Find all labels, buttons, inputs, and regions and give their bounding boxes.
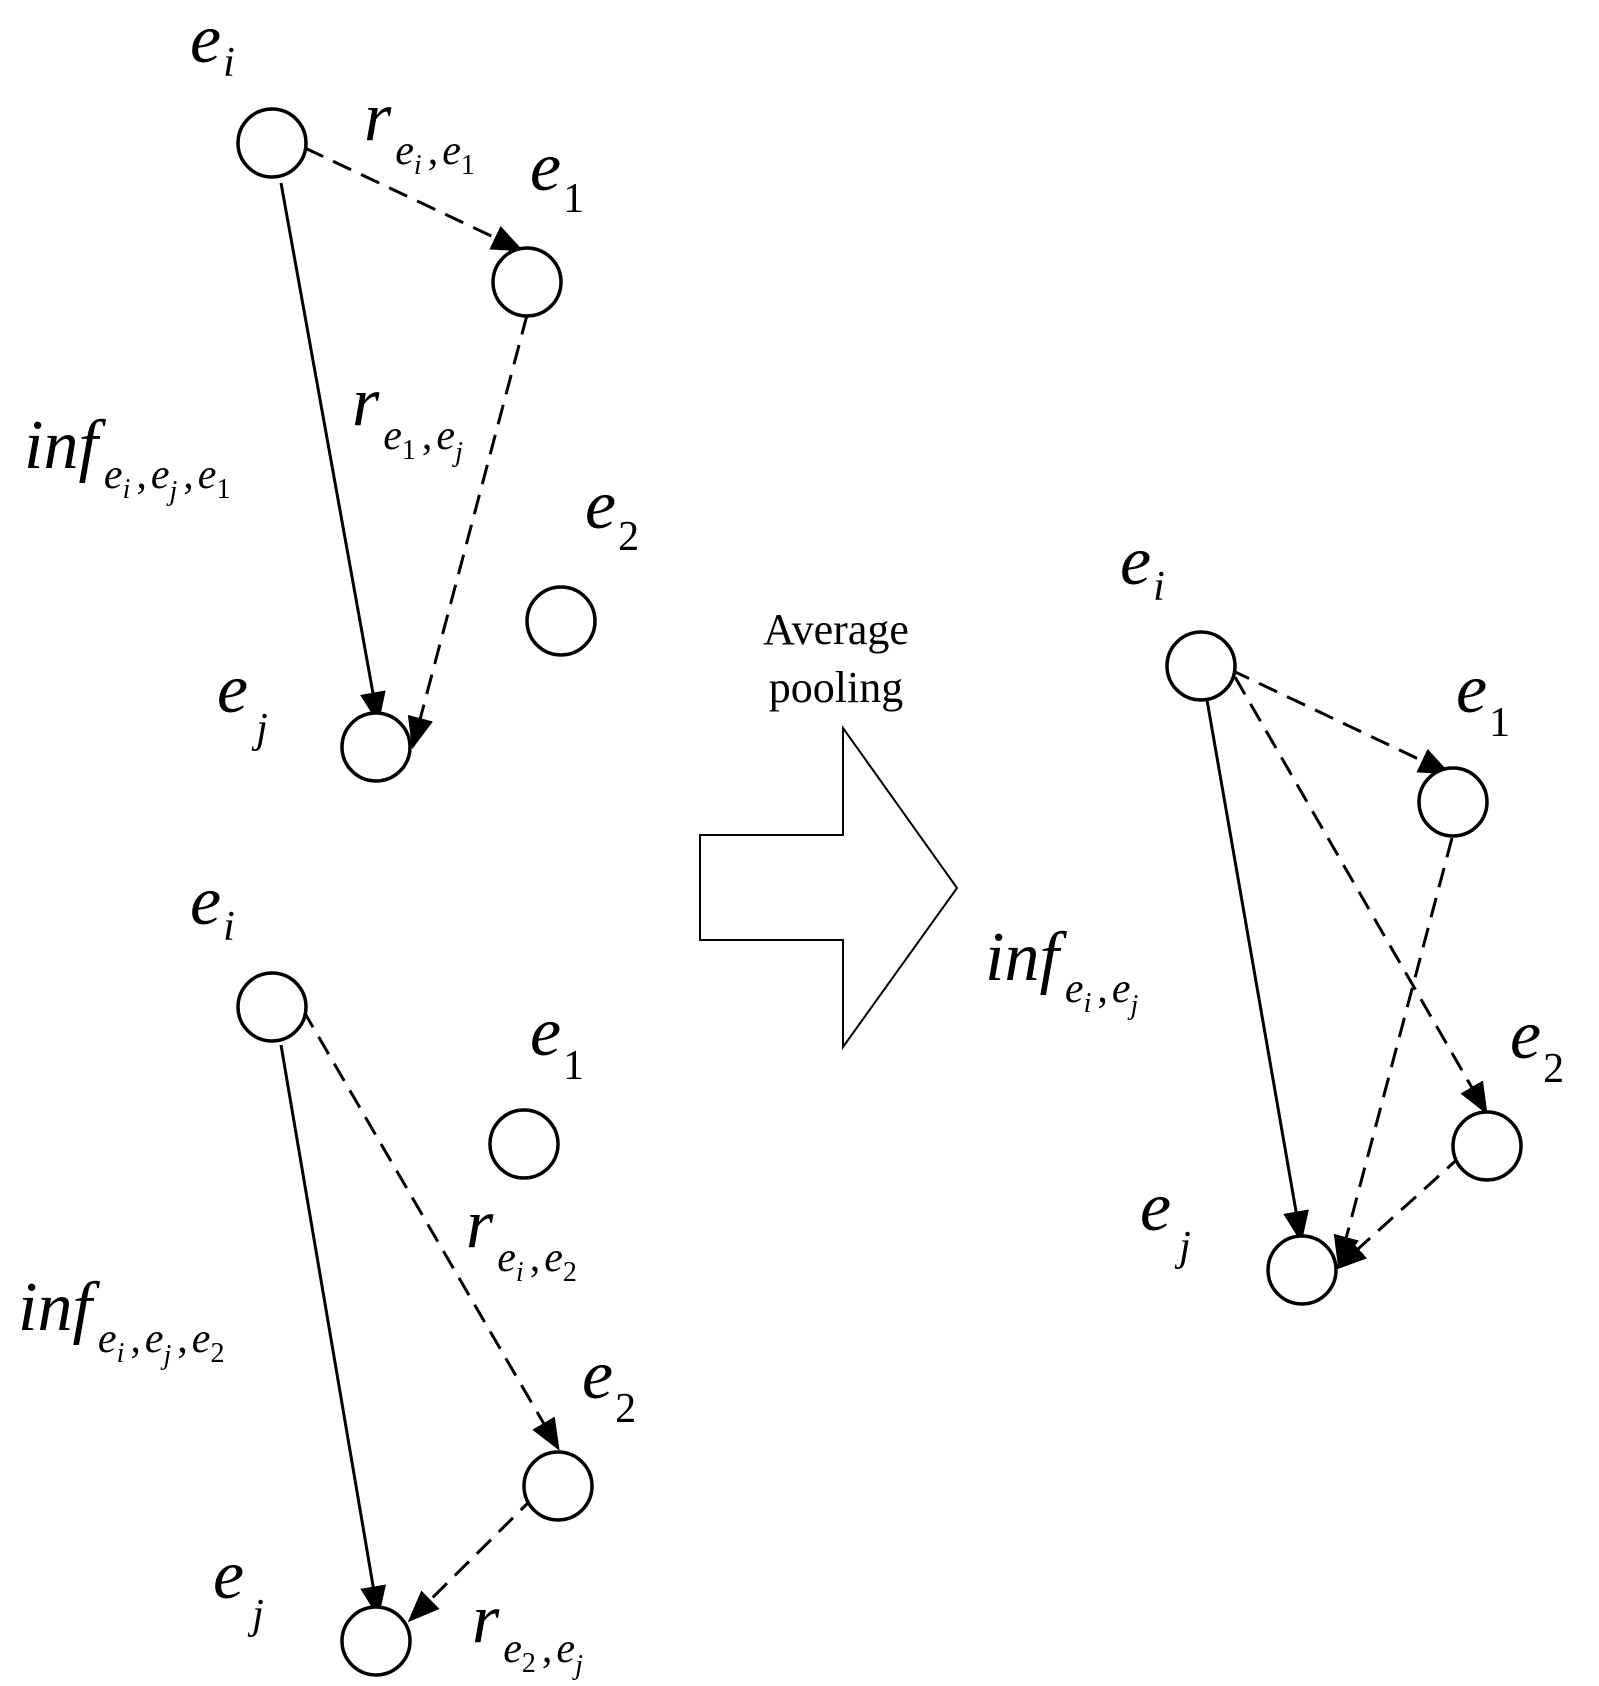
label-r-ei-e1: rei,e1 (364, 79, 475, 181)
label-e1: e1 (530, 994, 584, 1089)
label-r-ei-e2: rei,e2 (466, 1186, 577, 1288)
label-ej: ej (1140, 1169, 1191, 1270)
node-ei (1165, 630, 1237, 702)
node-ei (236, 107, 308, 179)
edge-r-ei-e2 (301, 1009, 560, 1451)
edge-inf-ei-ej (1205, 699, 1309, 1244)
node-ej (340, 1605, 412, 1677)
label-ej: ej (217, 651, 268, 752)
label-ej: ej (213, 1537, 264, 1638)
node-e1 (1417, 766, 1489, 838)
node-e2 (522, 1450, 594, 1522)
edge-inf-ei-ej (279, 182, 386, 725)
node-e2 (1451, 1110, 1523, 1182)
label-e1: e1 (1456, 651, 1510, 746)
edge-ei-e1 (1230, 668, 1451, 775)
node-ej (340, 711, 412, 783)
node-e1 (491, 246, 563, 318)
label-e2: e2 (585, 467, 639, 560)
node-e1 (488, 1108, 560, 1180)
label-e2: e2 (1510, 997, 1564, 1092)
label-ei: ei (1120, 523, 1165, 610)
edge-inf-ei-ej (279, 1044, 386, 1619)
block-arrow-right-icon (699, 724, 959, 1051)
node-e2 (525, 585, 597, 657)
label-e1: e1 (530, 129, 584, 222)
label-ei: ei (190, 863, 235, 950)
edge-r-e1-ej (407, 314, 529, 750)
label-r-e2-ej: re2,ej (472, 1581, 583, 1681)
caption-pooling: pooling (769, 663, 903, 712)
node-ej (1266, 1234, 1338, 1306)
edge-e1-ej (1333, 837, 1454, 1269)
average-pooling-transition: Average pooling (699, 605, 959, 1051)
edge-ei-e2 (1233, 676, 1488, 1115)
label-r-e1-ej: re1,ej (352, 364, 463, 468)
node-ei (236, 971, 308, 1043)
edge-e2-ej (1334, 1153, 1464, 1271)
caption-average: Average (763, 605, 909, 654)
edge-r-ei-e1 (304, 146, 524, 252)
label-ei: ei (190, 1, 235, 86)
label-e2: e2 (582, 1337, 636, 1432)
